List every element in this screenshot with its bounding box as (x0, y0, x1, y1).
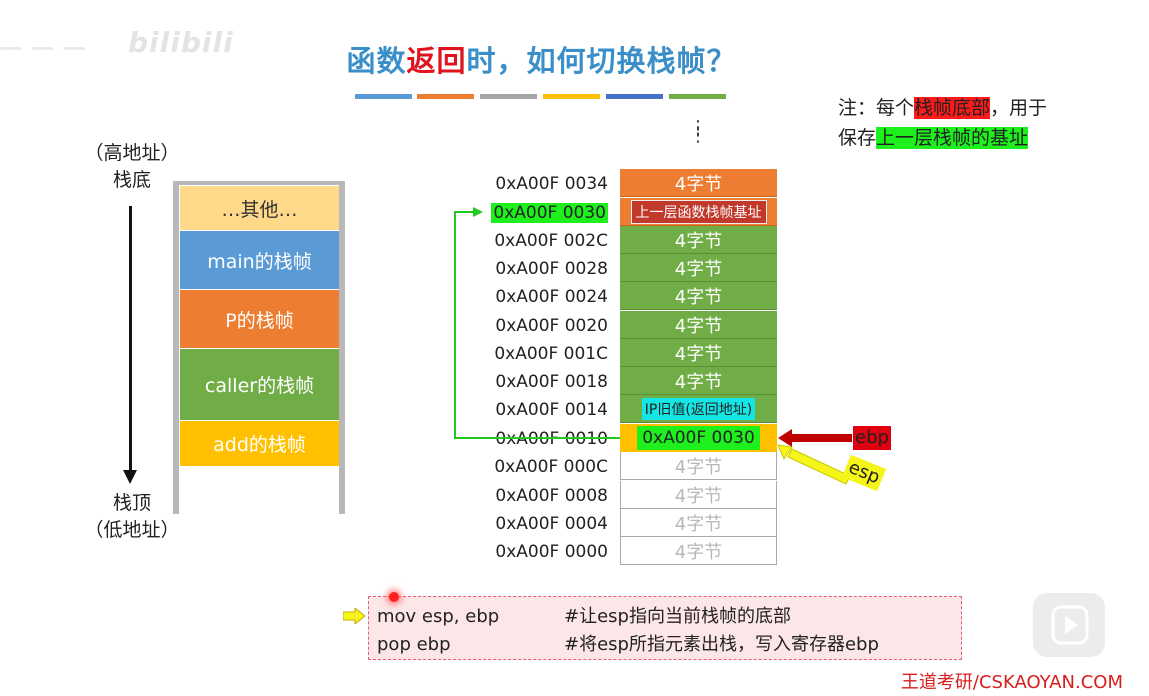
cell-0010: 0xA00F 0030 (620, 424, 777, 452)
esp-arrow (777, 444, 851, 485)
address-0000: 0xA00F 0000 (495, 542, 608, 562)
direction-arrow-shaft (129, 206, 132, 472)
note-line2-pre: 保存 (838, 127, 877, 149)
stack-bottom-label: 栈底 (112, 169, 151, 191)
cell-0018: 4字节 (620, 367, 777, 395)
color-bar-blue (355, 94, 412, 99)
slide-title: 函数返回时，如何切换栈帧？ (0, 38, 1083, 80)
cell-0028: 4字节 (620, 254, 777, 282)
cell-0024: 4字节 (620, 282, 777, 310)
cell-000c: 4字节 (620, 452, 777, 480)
address-0034: 0xA00F 0034 (495, 174, 608, 194)
title-part1: 函数 (346, 44, 407, 78)
high-address-label: （高地址） (84, 142, 180, 164)
cell-0034: 4字节 (620, 169, 777, 197)
address-0008: 0xA00F 0008 (495, 486, 608, 506)
ebp-label: ebp (853, 426, 891, 450)
saved-base-tag: 上一层函数栈帧基址 (630, 199, 767, 224)
code-line1-instr: mov esp, ebp (377, 606, 500, 627)
note-line1-pre: 注：每个 (838, 97, 915, 119)
stack-rail-right (339, 181, 345, 514)
bilibili-logo: bilibili (128, 26, 234, 59)
code-box: mov esp, ebp #让esp指向当前栈帧的底部 pop ebp #将es… (342, 592, 962, 660)
address-0030: 0xA00F 0030 (488, 199, 608, 227)
code-line2-comment: #将esp所指元素出栈，写入寄存器ebp (564, 634, 879, 655)
return-address-tag: IP旧值(返回地址) (641, 397, 756, 420)
address-002c: 0xA00F 002C (494, 231, 608, 251)
play-icon (1051, 605, 1089, 645)
address-0028: 0xA00F 0028 (495, 259, 608, 279)
pointer-arrows (454, 207, 852, 485)
direction-arrow-head (123, 470, 137, 484)
address-0020: 0xA00F 0020 (495, 316, 608, 336)
ebp-arrow (778, 429, 852, 447)
color-bar-gray (480, 94, 537, 99)
cell-0020: 4字节 (620, 311, 777, 339)
color-bar-green (669, 94, 726, 99)
code-line1-comment: #让esp指向当前栈帧的底部 (564, 606, 791, 627)
color-bar-yellow (543, 94, 600, 99)
cell-0000: 4字节 (620, 537, 777, 565)
cell-0030: 上一层函数栈帧基址 (620, 198, 777, 226)
base-link-arrowhead (473, 207, 483, 217)
address-000c: 0xA00F 000C (494, 457, 608, 477)
title-part2: 时，如何切换栈帧？ (466, 44, 737, 78)
frame-caller: caller的栈帧 (180, 349, 339, 420)
stack-bottom-label-group: 栈顶 （低地址） (62, 490, 202, 544)
frame-main: main的栈帧 (180, 231, 339, 289)
watermark: 一 一 一 bilibili (0, 26, 240, 70)
cell-0014: IP旧值(返回地址) (620, 395, 777, 423)
color-bar-darkblue (606, 94, 663, 99)
cell-001c: 4字节 (620, 339, 777, 367)
address-0024: 0xA00F 0024 (495, 287, 608, 307)
stack-top-text: 栈顶 (112, 492, 151, 514)
ellipsis-dots: ⋮⋮ (689, 117, 707, 146)
note-line1-post: ，用于 (990, 97, 1048, 119)
saved-ebp-value: 0xA00F 0030 (637, 426, 760, 450)
current-line-arrow-icon (342, 606, 367, 628)
low-address-label: （低地址） (84, 519, 180, 541)
title-highlight: 返回 (406, 44, 467, 78)
frame-other: …其他… (180, 186, 339, 230)
cell-0004: 4字节 (620, 509, 777, 537)
stack-rail-left (173, 181, 179, 514)
frame-add: add的栈帧 (180, 421, 339, 466)
watermark-text: 一 一 一 (0, 38, 87, 63)
address-0004: 0xA00F 0004 (495, 514, 608, 534)
stack-rail-top (173, 181, 345, 185)
stack-top-label: （高地址） 栈底 (62, 140, 202, 194)
frame-p: P的栈帧 (180, 290, 339, 348)
note-highlight-green: 上一层栈帧的基址 (876, 127, 1029, 149)
color-bar-orange (417, 94, 474, 99)
note: 注：每个栈帧底部，用于 保存上一层栈帧的基址 (838, 93, 1047, 153)
brand-footer: 王道考研/CSKAOYAN.COM (900, 672, 1123, 693)
address-0018: 0xA00F 0018 (495, 372, 608, 392)
note-highlight-red: 栈帧底部 (914, 97, 991, 119)
base-link-arrow (454, 211, 620, 439)
play-button[interactable] (1033, 593, 1105, 657)
cursor-dot-icon (389, 592, 399, 602)
cell-002c: 4字节 (620, 226, 777, 254)
address-0030-highlight: 0xA00F 0030 (491, 203, 608, 223)
code-line2-instr: pop ebp (377, 634, 451, 655)
address-0014: 0xA00F 0014 (495, 400, 608, 420)
address-001c: 0xA00F 001C (494, 344, 608, 364)
cell-0008: 4字节 (620, 481, 777, 509)
